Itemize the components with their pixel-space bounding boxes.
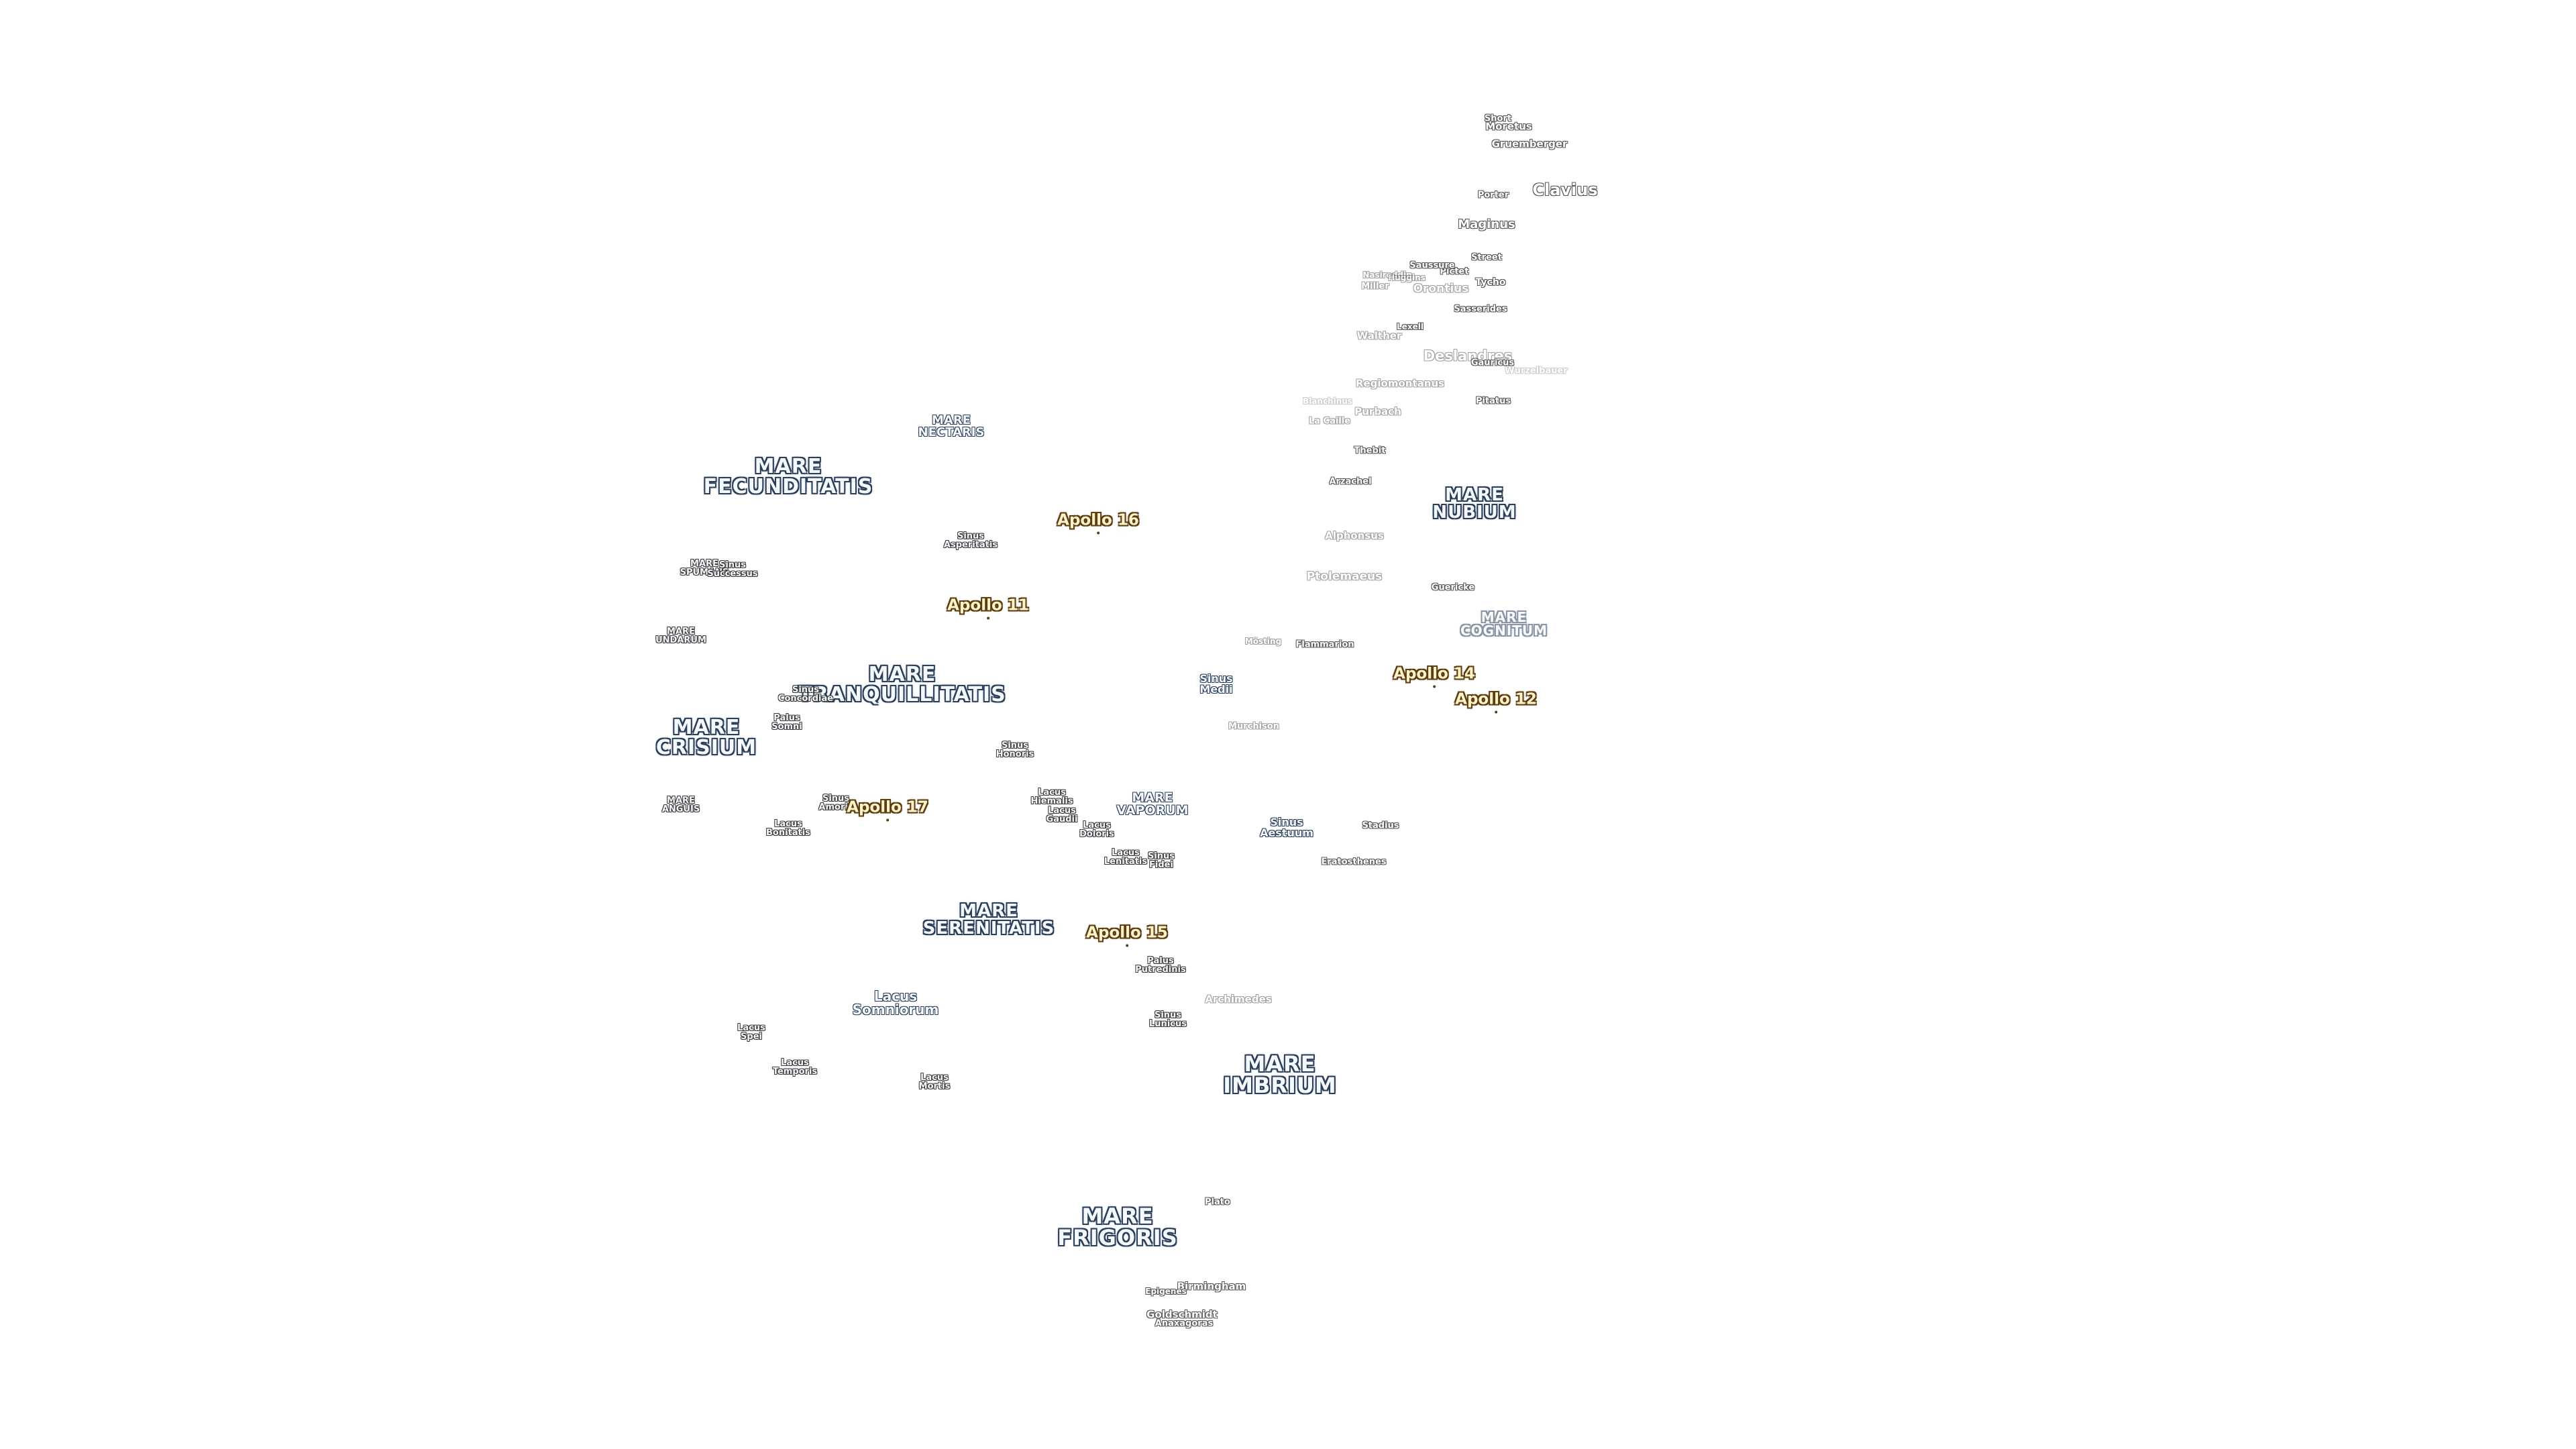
minor-feature-label[interactable]: Sinus Fidei	[1147, 851, 1175, 870]
mare-label[interactable]: MARE IMBRIUM	[1223, 1051, 1337, 1098]
minor-feature-label[interactable]: Lacus Spei	[737, 1023, 765, 1042]
crater-label[interactable]: Archimedes	[1205, 993, 1272, 1006]
crater-label[interactable]: Gruemberger	[1491, 138, 1568, 150]
crater-label[interactable]: Regiomontanus	[1355, 377, 1445, 390]
crater-label[interactable]: Miller	[1361, 281, 1389, 292]
minor-feature-label[interactable]: Sinus Concordiae	[777, 685, 834, 704]
minor-feature-label[interactable]: Lacus Temporis	[772, 1058, 818, 1077]
crater-label[interactable]: Walther	[1356, 329, 1402, 342]
apollo-site-label[interactable]: Apollo 11	[947, 596, 1029, 620]
minor-feature-label[interactable]: Sinus Aestuum	[1260, 816, 1313, 839]
crater-label[interactable]: Guericke	[1431, 582, 1475, 593]
crater-label[interactable]: Pitatus	[1475, 396, 1511, 407]
minor-feature-label[interactable]: Lacus Somniorum	[852, 988, 939, 1018]
crater-label[interactable]: Murchison	[1228, 721, 1279, 732]
apollo-site-label[interactable]: Apollo 14	[1393, 665, 1475, 688]
crater-label[interactable]: Gauricus	[1470, 358, 1515, 368]
minor-feature-label[interactable]: Lacus Bonitatis	[766, 819, 810, 838]
crater-label[interactable]: Huggins	[1388, 273, 1426, 282]
crater-label[interactable]: Purbach	[1354, 405, 1401, 418]
mare-label[interactable]: MARE UNDARUM	[655, 627, 706, 645]
minor-feature-label[interactable]: Palus Somni	[771, 713, 802, 732]
apollo-site-label[interactable]: Apollo 15	[1086, 924, 1168, 947]
minor-feature-label[interactable]: Sinus Honoris	[996, 741, 1034, 759]
crater-label[interactable]: Maginus	[1458, 217, 1515, 231]
crater-label[interactable]: Anaxagoras	[1155, 1318, 1214, 1329]
crater-label[interactable]: Tycho	[1475, 277, 1506, 288]
mare-label[interactable]: MARE ANGUIS	[661, 796, 700, 814]
mare-label[interactable]: MARE TRANQUILLITATIS	[798, 663, 1006, 706]
crater-label[interactable]: Blanchinus	[1303, 396, 1352, 406]
mare-label[interactable]: MARE NECTARIS	[918, 413, 985, 439]
mare-label[interactable]: MARE CRISIUM	[655, 716, 757, 759]
crater-label[interactable]: Wurzelbauer	[1505, 366, 1568, 376]
crater-label[interactable]: Mösting	[1244, 637, 1282, 646]
crater-label[interactable]: Ptolemaeus	[1306, 570, 1383, 584]
crater-label[interactable]: Eratosthenes	[1321, 857, 1387, 867]
apollo-site-label[interactable]: Apollo 17	[847, 798, 928, 822]
minor-feature-label[interactable]: Lacus Gaudii	[1046, 806, 1078, 824]
minor-feature-label[interactable]: Lacus Lenitatis	[1104, 848, 1148, 867]
crater-label[interactable]: Birmingham	[1177, 1280, 1246, 1293]
minor-feature-label[interactable]: Sinus Lunicus	[1149, 1010, 1187, 1029]
minor-feature-label[interactable]: Lacus Hiemalis	[1030, 788, 1073, 806]
apollo-site-label[interactable]: Apollo 16	[1057, 511, 1139, 535]
crater-label[interactable]: Orontius	[1413, 282, 1469, 296]
mare-label[interactable]: MARE NUBIUM	[1432, 485, 1517, 523]
crater-label[interactable]: Street	[1471, 252, 1502, 263]
crater-label[interactable]: Thebit	[1354, 445, 1386, 456]
minor-feature-label[interactable]: Sinus Medii	[1199, 672, 1233, 696]
mare-label[interactable]: MARE FECUNDITATIS	[703, 455, 873, 498]
mare-label[interactable]: MARE FRIGORIS	[1057, 1203, 1178, 1250]
crater-label[interactable]: La Caille	[1308, 416, 1351, 427]
minor-feature-label[interactable]: Sinus Successus	[707, 560, 758, 579]
apollo-site-label[interactable]: Apollo 12	[1455, 690, 1537, 714]
minor-feature-label[interactable]: Lacus Doloris	[1079, 820, 1114, 839]
crater-label[interactable]: Saussure	[1409, 260, 1455, 271]
crater-label[interactable]: Epigenes	[1145, 1287, 1187, 1296]
crater-label[interactable]: Arzachel	[1329, 476, 1372, 487]
minor-feature-label[interactable]: Lacus Mortis	[918, 1073, 951, 1091]
crater-label[interactable]: Porter	[1477, 190, 1509, 201]
crater-label[interactable]: Clavius	[1532, 180, 1598, 199]
crater-label[interactable]: Plato	[1205, 1197, 1230, 1208]
crater-label[interactable]: Pictet	[1440, 266, 1469, 277]
crater-label[interactable]: Flammarion	[1295, 639, 1354, 650]
crater-label[interactable]: Moretus	[1485, 120, 1532, 133]
crater-label[interactable]: Lexell	[1397, 322, 1424, 331]
mare-label[interactable]: MARE VAPORUM	[1116, 790, 1189, 818]
mare-label[interactable]: MARE SERENITATIS	[922, 901, 1055, 938]
crater-label[interactable]: Nasireddin	[1362, 270, 1412, 280]
crater-label[interactable]: Short	[1484, 113, 1512, 124]
minor-feature-label[interactable]: Palus Putredinis	[1135, 956, 1186, 975]
mare-label[interactable]: MARE COGNITUM	[1460, 609, 1548, 639]
crater-label[interactable]: Stadius	[1362, 820, 1399, 831]
mare-label[interactable]: MARE SPUMANS	[680, 559, 729, 578]
minor-feature-label[interactable]: Sinus Amoris	[818, 794, 853, 812]
minor-feature-label[interactable]: Sinus Asperitatis	[943, 531, 998, 550]
crater-label[interactable]: Goldschmidt	[1146, 1308, 1218, 1321]
crater-label[interactable]: Deslandres	[1423, 347, 1513, 364]
crater-label[interactable]: Alphonsus	[1325, 529, 1384, 542]
crater-label[interactable]: Sasserides	[1454, 304, 1507, 315]
